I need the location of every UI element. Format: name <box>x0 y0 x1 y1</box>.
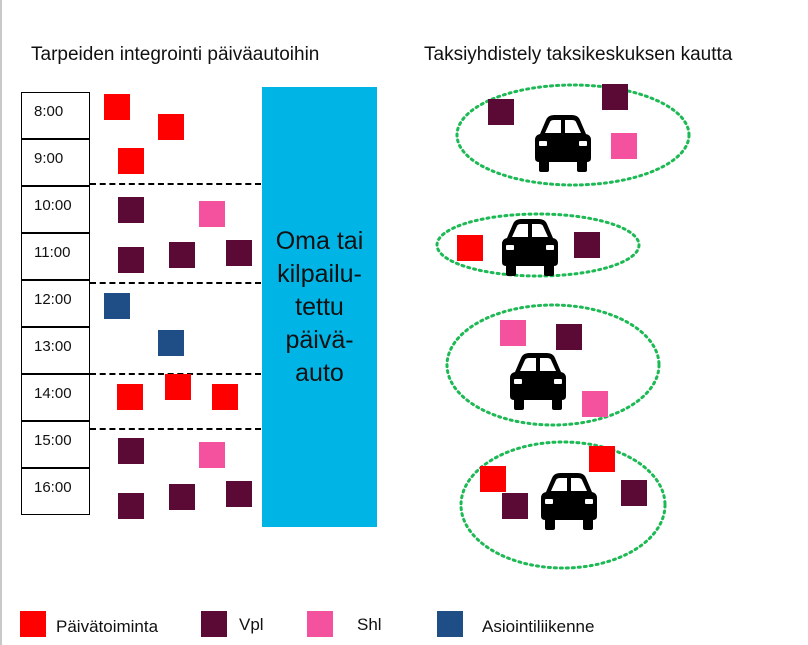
need-paivatoiminta <box>212 384 238 410</box>
time-slot: 14:00 <box>21 374 90 421</box>
need-vpl <box>169 484 195 510</box>
taxi-group-outline <box>445 303 661 427</box>
need-asiointi <box>104 293 130 319</box>
need-vpl <box>502 493 528 519</box>
need-vpl <box>169 242 195 268</box>
need-shl <box>611 133 637 159</box>
need-vpl <box>118 438 144 464</box>
time-slot: 15:00 <box>21 421 90 468</box>
need-vpl <box>118 247 144 273</box>
need-paivatoiminta <box>158 114 184 140</box>
time-slot: 11:00 <box>21 233 90 280</box>
need-vpl <box>488 99 514 125</box>
taxi-group-outline <box>459 440 667 570</box>
legend-label-shl: Shl <box>357 615 382 634</box>
need-paivatoiminta <box>117 384 143 410</box>
time-slot: 8:00 <box>21 92 90 139</box>
need-paivatoiminta <box>457 235 483 261</box>
taxi-group-outline <box>455 83 691 187</box>
legend-label-paivatoiminta: Päivätoiminta <box>56 617 159 636</box>
need-shl <box>500 320 526 346</box>
day-car-bar: Oma tai kilpailu- tettu päivä- auto <box>262 87 377 527</box>
time-slot: 10:00 <box>21 186 90 233</box>
car-icon <box>502 219 558 276</box>
need-paivatoiminta <box>118 148 144 174</box>
need-vpl <box>226 240 252 266</box>
need-vpl <box>621 480 647 506</box>
day-car-label: Oma tai kilpailu- tettu päivä- auto <box>275 226 364 387</box>
need-vpl <box>226 481 252 507</box>
separator-dashed <box>90 183 261 185</box>
need-paivatoiminta <box>165 374 191 400</box>
need-shl <box>199 442 225 468</box>
need-paivatoiminta <box>589 446 615 472</box>
legend-label-vpl: Vpl <box>239 615 264 634</box>
time-slot: 9:00 <box>21 139 90 186</box>
separator-dashed <box>90 282 261 284</box>
legend-label-asiointi: Asiointiliikenne <box>482 617 595 636</box>
need-vpl <box>574 232 600 258</box>
need-vpl <box>602 84 628 110</box>
legend-swatch-asiointi <box>437 611 463 637</box>
car-icon <box>510 353 566 410</box>
car-icon <box>541 473 597 530</box>
time-slot: 16:00 <box>21 468 90 515</box>
car-icon <box>535 115 591 172</box>
need-shl <box>199 201 225 227</box>
need-vpl <box>556 324 582 350</box>
need-vpl <box>118 197 144 223</box>
need-paivatoiminta <box>480 466 506 492</box>
need-paivatoiminta <box>104 94 130 120</box>
legend-swatch-shl <box>307 611 333 637</box>
left-title: Tarpeiden integrointi päiväautoihin <box>31 44 320 65</box>
need-shl <box>582 391 608 417</box>
right-title: Taksiyhdistely taksikeskuksen kautta <box>424 44 733 65</box>
legend-swatch-vpl <box>201 611 227 637</box>
time-slot: 13:00 <box>21 327 90 374</box>
need-asiointi <box>158 330 184 356</box>
legend-swatch-paivatoiminta <box>20 611 46 637</box>
separator-dashed <box>90 428 261 430</box>
time-slot: 12:00 <box>21 280 90 327</box>
left-border-line <box>0 0 2 645</box>
taxi-group-outline <box>435 212 641 278</box>
need-vpl <box>118 493 144 519</box>
